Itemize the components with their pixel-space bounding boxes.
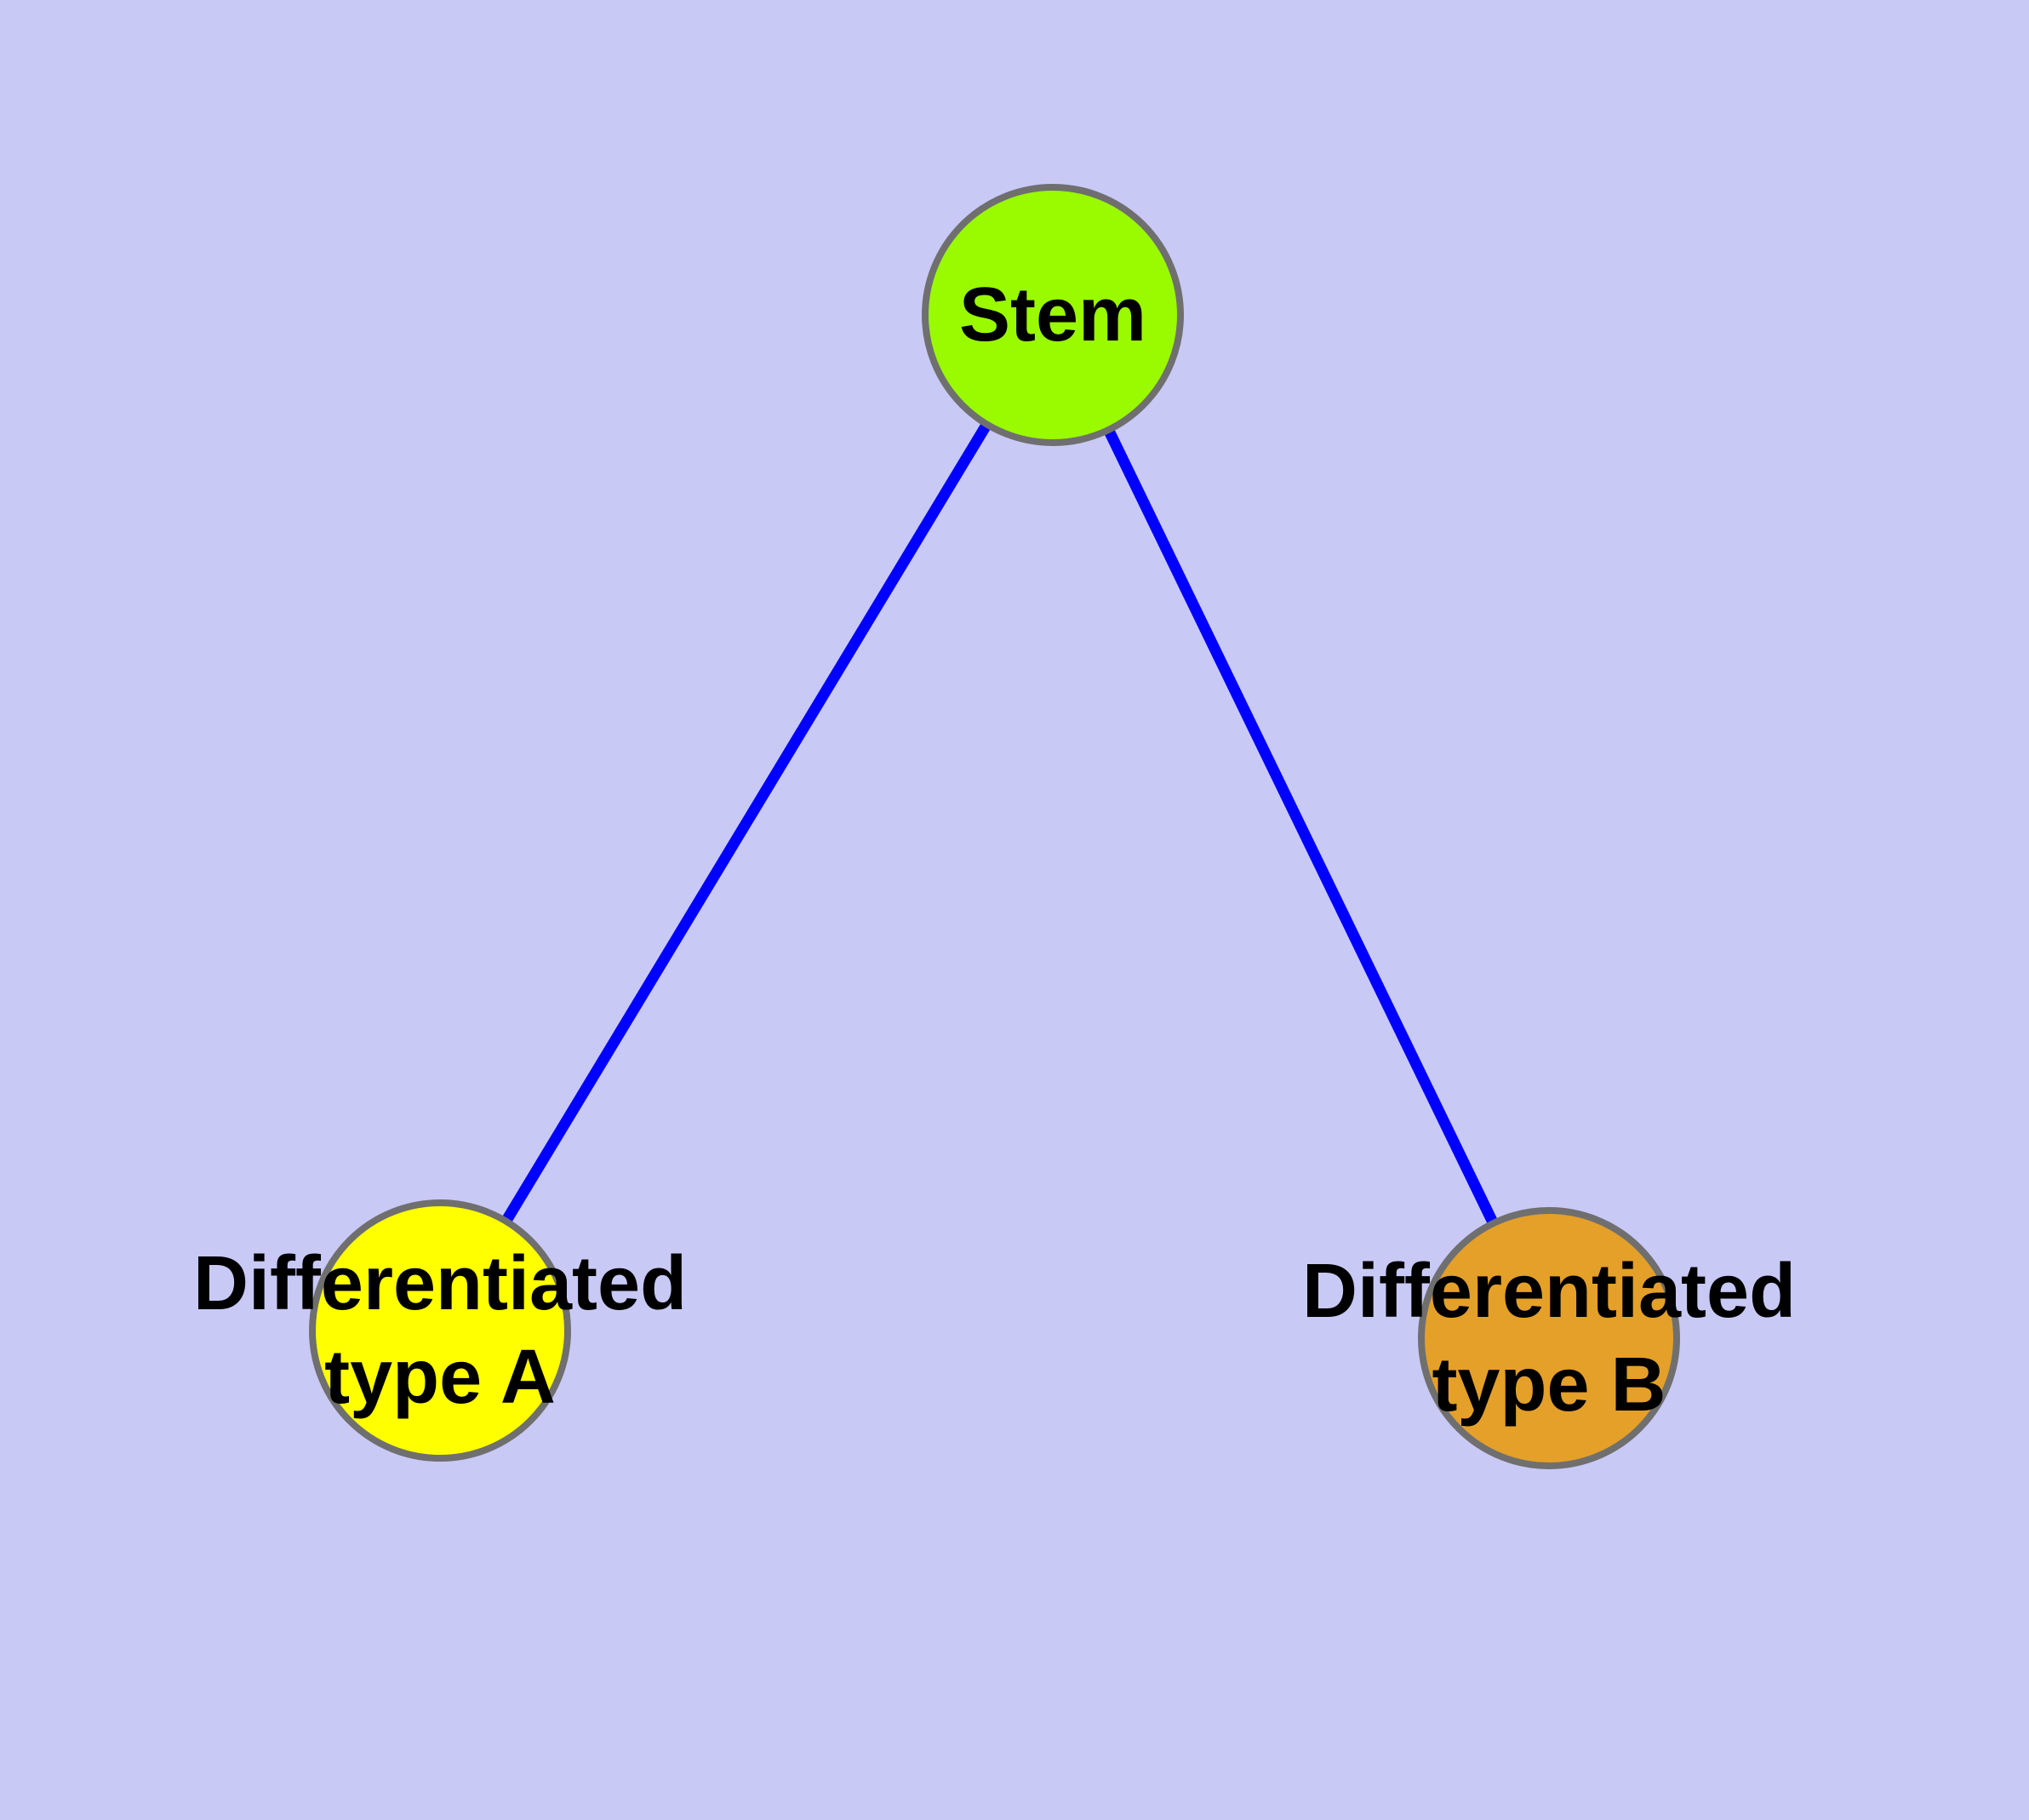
node-type-a [309, 1199, 571, 1462]
nodes-layer [309, 184, 1680, 1469]
node-type-b [1418, 1207, 1680, 1469]
edges-layer [435, 312, 1554, 1341]
edge-stem-type-a [435, 312, 1058, 1334]
edge-stem-type-b [1048, 312, 1554, 1341]
node-stem [922, 184, 1184, 446]
